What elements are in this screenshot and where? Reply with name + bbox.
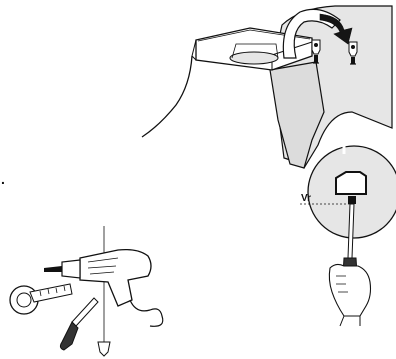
step-marker: . xyxy=(1,171,5,187)
fastening-label: Vr xyxy=(301,193,311,204)
screw-detail-magnifier: Vr xyxy=(300,146,396,238)
hood-canopy-outline xyxy=(142,56,192,137)
tape-measure-icon xyxy=(10,284,72,314)
hood-opening xyxy=(230,52,278,64)
chimney-shaft xyxy=(270,62,324,168)
hand-outline xyxy=(329,264,370,316)
keyhole-bracket-icon xyxy=(336,172,366,194)
screw-head xyxy=(348,196,356,204)
hood-wall-mount-illustration xyxy=(142,6,392,168)
tools-group xyxy=(10,226,163,356)
plumb-line-icon xyxy=(98,226,110,356)
screwdriver-icon xyxy=(60,298,98,350)
